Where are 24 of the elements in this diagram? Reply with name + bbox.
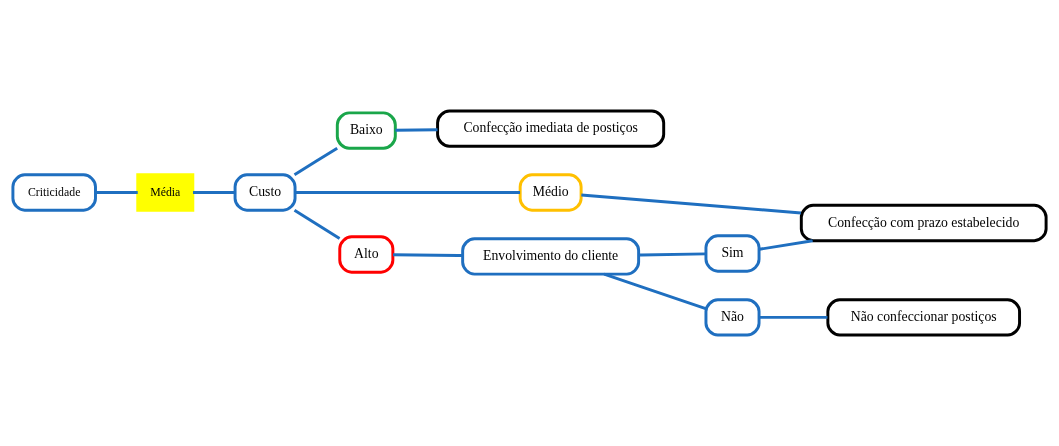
node-box: Média (136, 173, 195, 212)
connector (295, 191, 521, 194)
connector (603, 272, 707, 311)
connector (581, 193, 802, 215)
connector (293, 146, 338, 177)
connector (759, 239, 813, 251)
node-box: Envolvimento do cliente (461, 237, 641, 276)
node-box: Confecção imediata de postiços (436, 109, 666, 148)
connector (393, 253, 463, 257)
connector (395, 128, 438, 132)
node-box: Confecção com prazo estabelecido (799, 203, 1048, 243)
connector (759, 315, 828, 319)
connector (193, 191, 235, 194)
node-box: Médio (518, 173, 583, 212)
node-box: Custo (233, 173, 297, 212)
connector (95, 191, 138, 194)
connector (293, 209, 341, 240)
node-box: Criticidade (11, 173, 97, 212)
node-box: Não confeccionar postiços (826, 298, 1022, 337)
node-box: Não (704, 298, 761, 337)
node-box: Baixo (335, 111, 397, 150)
connector (638, 252, 706, 257)
node-box: Sim (704, 234, 761, 273)
node-box: Alto (338, 235, 395, 274)
